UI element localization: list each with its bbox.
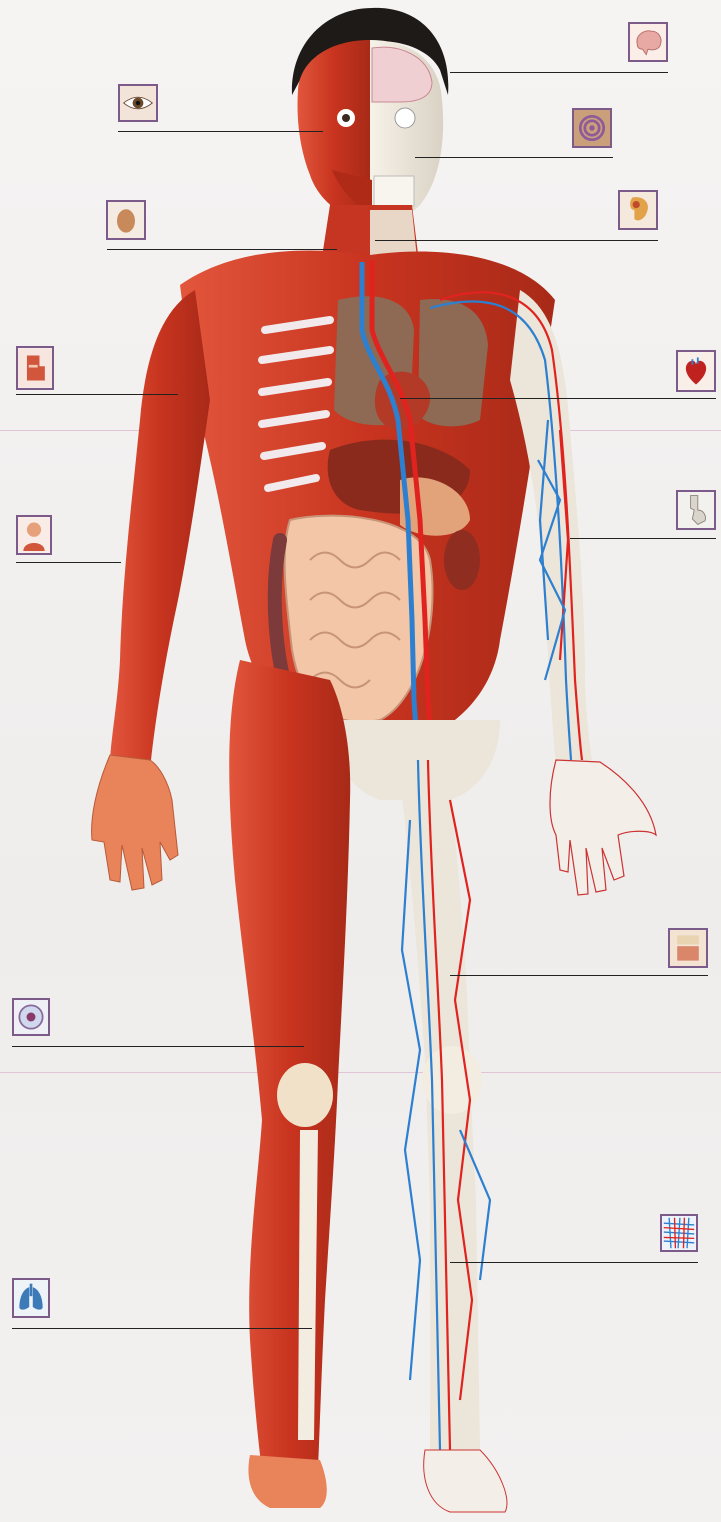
leader-line-lungs — [12, 1328, 312, 1329]
bone-icon — [678, 492, 714, 528]
callout-bone-joint[interactable] — [676, 490, 716, 530]
leader-line-bone — [570, 538, 716, 539]
leader-line-kidney — [16, 394, 178, 395]
leader-line-cell — [12, 1046, 304, 1047]
leader-line-face — [107, 249, 337, 250]
ear-icon — [574, 110, 610, 146]
callout-brain[interactable] — [628, 22, 668, 62]
left-hand — [550, 760, 656, 895]
left-foot — [424, 1450, 507, 1512]
kidney-icon — [18, 348, 52, 388]
callout-kidney[interactable] — [16, 346, 54, 390]
callout-ear[interactable] — [572, 108, 612, 148]
callout-cell[interactable] — [12, 998, 50, 1036]
leader-line-brain — [450, 72, 668, 73]
callout-face[interactable] — [106, 200, 146, 240]
right-hand — [92, 755, 178, 890]
callout-capillary-net[interactable] — [660, 1214, 698, 1252]
cartilage-icon — [670, 930, 706, 966]
leader-line-stomach — [375, 240, 658, 241]
callout-stomach[interactable] — [618, 190, 658, 230]
right-foot — [248, 1455, 326, 1508]
skin-icon — [18, 517, 50, 553]
eye-icon — [120, 86, 156, 120]
cell-icon — [14, 1000, 48, 1034]
right-arm-muscle — [110, 290, 210, 770]
heart-icon — [678, 352, 714, 390]
lungs-icon — [14, 1280, 48, 1316]
callout-eye[interactable] — [118, 84, 158, 122]
brain — [372, 47, 432, 102]
leader-line-heart — [400, 398, 716, 399]
capillary-icon — [662, 1216, 696, 1250]
callout-skin[interactable] — [16, 515, 52, 555]
leader-line-capillary — [450, 1262, 698, 1263]
callout-heart[interactable] — [676, 350, 716, 392]
leader-line-cartilage — [450, 975, 708, 976]
brain-icon — [630, 24, 666, 60]
callout-lungs[interactable] — [12, 1278, 50, 1318]
right-kneecap — [277, 1063, 333, 1127]
stomach-icon — [620, 192, 656, 228]
leader-line-skin — [16, 562, 121, 563]
leader-line-ear — [415, 157, 613, 158]
callout-knee-cartilage[interactable] — [668, 928, 708, 968]
kidney — [444, 530, 480, 590]
right-leg-muscle — [229, 660, 350, 1470]
face-icon — [108, 202, 144, 238]
leader-line-eye — [118, 131, 323, 132]
